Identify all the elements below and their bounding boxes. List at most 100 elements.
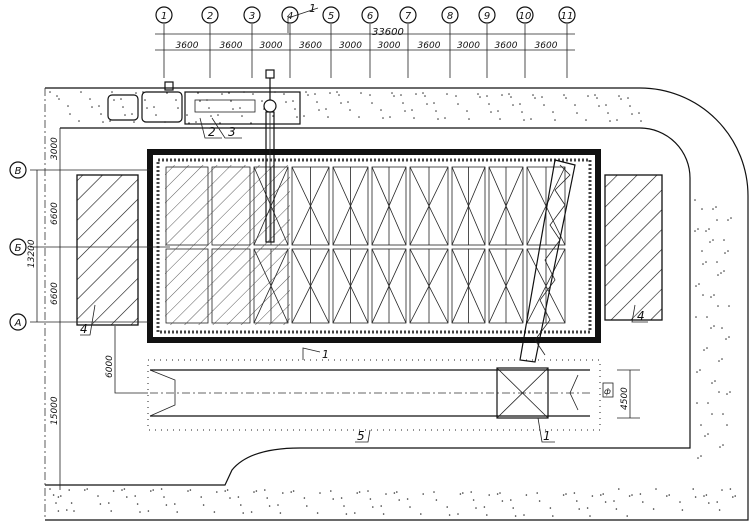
gravel-dot [534,97,536,99]
crane-base [496,367,549,419]
gravel-dot [108,502,110,504]
gravel-dot [638,112,640,114]
gravel-dot [420,513,422,515]
total-length-label: 33600 [372,27,404,38]
gravel-dot [707,433,709,435]
gravel-dot [483,506,486,508]
column-axis-label: 3 [249,11,255,22]
gravel-dot [694,230,696,232]
gravel-dot [499,492,501,494]
gravel-dot [578,508,580,510]
gravel-dot [728,336,730,338]
gravel-dot [316,512,319,514]
gravel-dot [713,325,715,327]
gravel-dot [415,93,417,95]
gravel-dot [153,106,155,108]
gravel-dot [343,505,345,507]
gravel-dot [292,100,294,102]
gravel-dot [532,94,534,96]
callout-truck: 2 [208,125,216,139]
gravel-dot [367,490,369,492]
gravel-dot [576,500,578,502]
gravel-dot [318,109,320,111]
gravel-dot [723,239,725,241]
gravel-dot [86,488,88,490]
span-label: 3000 [457,41,480,51]
gravel-dot [725,338,727,340]
section-mark-top: 1 [309,2,316,15]
gravel-dot [98,105,100,107]
gravel-dot [486,514,488,516]
gravel-dot [711,382,713,384]
gravel-dot [57,510,60,512]
gravel-dot [585,119,587,121]
gravel-dot [501,500,504,502]
gravel-dot [681,509,684,511]
gravel-dot [695,285,697,287]
gravel-dot [706,316,708,318]
row-axis-label: В [15,166,22,177]
gravel-dot [604,501,607,503]
gravel-dot [237,496,240,498]
gravel-dot [189,489,192,491]
gravel-dot [389,116,391,118]
gravel-dot [409,506,411,508]
gravel-dot [468,118,470,120]
gravel-dot [729,391,731,393]
gravel-dot [462,492,464,494]
gravel-dot [433,102,435,104]
gravel-dot [398,499,401,501]
gravel-dot [424,95,426,97]
gravel-dot [626,515,628,517]
gravel-dot [642,501,644,503]
gravel-dot [329,92,331,94]
gravel-dot [618,488,620,490]
gravel-dot [628,495,631,497]
gravel-dot [512,507,514,509]
gravel-dot [68,489,70,491]
gravel-dot [586,507,589,509]
span-label: 3000 [339,41,362,51]
gravel-dot [338,94,340,96]
column-axis-bubble [399,6,417,24]
column-axis-label: 11 [561,11,574,22]
gravel-dot [574,104,576,106]
gravel-dot [187,490,189,492]
gravel-dot [336,91,338,93]
gravel-dot [602,493,604,495]
gravel-dot [49,488,51,490]
row-axis-bubble [9,161,27,179]
gravel-dot [70,502,73,504]
gravel-dot [710,327,712,329]
gravel-dot [728,305,730,307]
gravel-dot [358,491,361,493]
gravel-dot [369,498,372,500]
gravel-dot [488,494,491,496]
gravel-dot [354,512,356,514]
gravel-dot [668,494,670,496]
gravel-dot [705,261,707,263]
gravel-dot [640,120,642,122]
gravel-dot [538,500,541,502]
gravel-dot [217,114,219,116]
gravel-dot [165,504,168,506]
gravel-dot [402,102,404,104]
gravel-dot [239,107,241,109]
gravel-dot [144,99,146,101]
gravel-dot [174,503,176,505]
gravel-dot [514,515,517,517]
gravel-dot [49,91,51,93]
gravel-dot [371,102,373,104]
gravel-dot [598,105,600,107]
gravel-dot [459,493,462,495]
gravel-dot [727,250,729,252]
row-axis-markers: ВБА [9,161,27,331]
gravel-dot [523,514,525,516]
row-axis-label: А [14,318,22,329]
gravel-dot [393,95,395,97]
gravel-dot [99,503,102,505]
gravel-dot [131,113,133,115]
gravel-dot [477,93,479,95]
gravel-dot [607,112,609,114]
